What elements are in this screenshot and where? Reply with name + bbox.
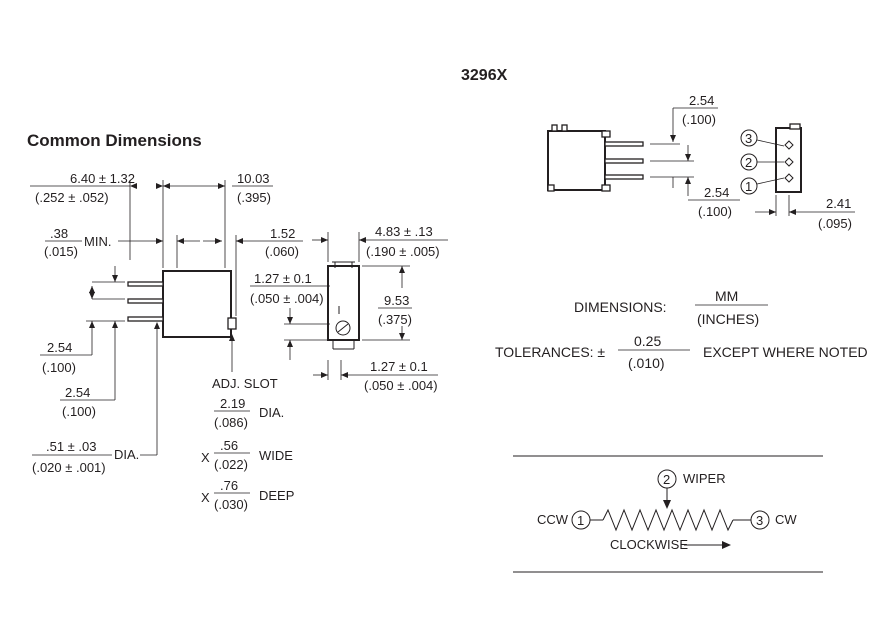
model-body [547, 130, 606, 191]
slot-wide-word: WIDE [259, 448, 293, 463]
depth-in: (.395) [237, 190, 271, 205]
pitch2-in: (.100) [62, 404, 96, 419]
front-view [127, 270, 237, 338]
clockwise-label: CLOCKWISE [610, 537, 688, 552]
side-view: 4.83 ± .13 (.190 ± .005) 1.27 ± 0.1 (.05… [250, 224, 448, 393]
adj-slot-callout: ADJ. SLOT 2.19 (.086) DIA. X .56 (.022) … [201, 334, 294, 512]
slot-label: ADJ. SLOT [212, 376, 278, 391]
pin-dia-mm: .51 ± .03 [46, 439, 97, 454]
pin-diameter-dimension: .51 ± .03 (.020 ± .001) DIA. [32, 322, 160, 475]
depth-mm: 10.03 [237, 171, 270, 186]
mv-pitch-top-in: (.100) [682, 112, 716, 127]
common-dimensions-title: Common Dimensions [27, 131, 202, 150]
svg-text:2: 2 [745, 155, 752, 170]
width-mm: 6.40 ± 1.32 [70, 171, 135, 186]
except-note: EXCEPT WHERE NOTED [703, 344, 868, 360]
lead-dimension: 1.52 (.060) [262, 226, 303, 259]
pin-1 [127, 316, 164, 322]
slot-deep-mm: .76 [220, 478, 238, 493]
pin-pitch-dimensions: 2.54 (.100) 2.54 (.100) [40, 266, 125, 419]
trimmer-body-side [327, 265, 360, 341]
slot-deep-word: DEEP [259, 488, 294, 503]
svg-text:3: 3 [745, 131, 752, 146]
svg-text:1: 1 [577, 513, 584, 528]
cw-label: CW [775, 512, 797, 527]
adjust-screw-icon [335, 320, 351, 336]
tol-mm: 0.25 [634, 333, 661, 349]
dimensions-label: DIMENSIONS: [574, 299, 667, 315]
units-top: MM [715, 288, 738, 304]
side-w-mm: 4.83 ± .13 [375, 224, 433, 239]
pin-2 [127, 298, 164, 304]
min-mm: .38 [50, 226, 68, 241]
slot-wide-mm: .56 [220, 438, 238, 453]
mv-offset-mm: 2.41 [826, 196, 851, 211]
cw-terminal [750, 510, 770, 530]
tol-in: (.010) [628, 355, 665, 371]
pin-dia-word: DIA. [114, 447, 139, 462]
slot-x1: X [201, 450, 210, 465]
height-mm: 9.53 [384, 293, 409, 308]
pitch1-mm: 2.54 [47, 340, 72, 355]
model-side-body [775, 127, 802, 193]
lead-mm: 1.52 [270, 226, 295, 241]
min-word: MIN. [84, 234, 111, 249]
height-in: (.375) [378, 312, 412, 327]
slot-pos-in: (.050 ± .004) [250, 291, 324, 306]
wiper-label: WIPER [683, 471, 726, 486]
ccw-label: CCW [537, 512, 569, 527]
tolerances-label: TOLERANCES: ± [495, 344, 605, 360]
svg-text:1: 1 [745, 179, 752, 194]
pin-num-1: 1 [740, 173, 794, 195]
resistor-zigzag [602, 508, 734, 532]
bottom-in: (.050 ± .004) [364, 378, 438, 393]
mv-pitch-bot-in: (.100) [698, 204, 732, 219]
min-dimension: .38 (.015) MIN. [44, 226, 262, 316]
lead-in: (.060) [265, 244, 299, 259]
slot-pos-mm: 1.27 ± 0.1 [254, 271, 312, 286]
width-dimension: 6.40 ± 1.32 (.252 ± .052) [30, 171, 226, 268]
notes: DIMENSIONS: MM (INCHES) TOLERANCES: ± 0.… [495, 288, 868, 371]
model-title: 3296X [461, 67, 508, 84]
width-in: (.252 ± .052) [35, 190, 109, 205]
model-view: 2.54 (.100) 2.54 (.100) 3 2 [547, 93, 855, 231]
pin-dia-in: (.020 ± .001) [32, 460, 106, 475]
slot-x2: X [201, 490, 210, 505]
min-in: (.015) [44, 244, 78, 259]
pitch2-mm: 2.54 [65, 385, 90, 400]
svg-text:3: 3 [756, 513, 763, 528]
slot-wide-in: (.022) [214, 457, 248, 472]
mv-offset-in: (.095) [818, 216, 852, 231]
pin-num-3: 3 [740, 129, 794, 150]
svg-text:2: 2 [663, 472, 670, 487]
slot-deep-in: (.030) [214, 497, 248, 512]
bottom-mm: 1.27 ± 0.1 [370, 359, 428, 374]
mv-pitch-top-mm: 2.54 [689, 93, 714, 108]
clockwise-arrow-icon [722, 541, 731, 549]
pin-3 [127, 281, 164, 287]
slot-dia-word: DIA. [259, 405, 284, 420]
trimmer-body-front [162, 270, 232, 338]
depth-dimension: 10.03 (.395) [232, 171, 273, 205]
pitch1-in: (.100) [42, 360, 76, 375]
units-bottom: (INCHES) [697, 311, 759, 327]
schematic: 2 WIPER CCW 1 3 CW CLOCKWISE [513, 455, 823, 573]
adjust-slot-tab [227, 317, 237, 330]
slot-dia-in: (.086) [214, 415, 248, 430]
pin-num-2: 2 [740, 153, 794, 171]
mv-pitch-bot-mm: 2.54 [704, 185, 729, 200]
side-w-in: (.190 ± .005) [366, 244, 440, 259]
slot-dia-mm: 2.19 [220, 396, 245, 411]
